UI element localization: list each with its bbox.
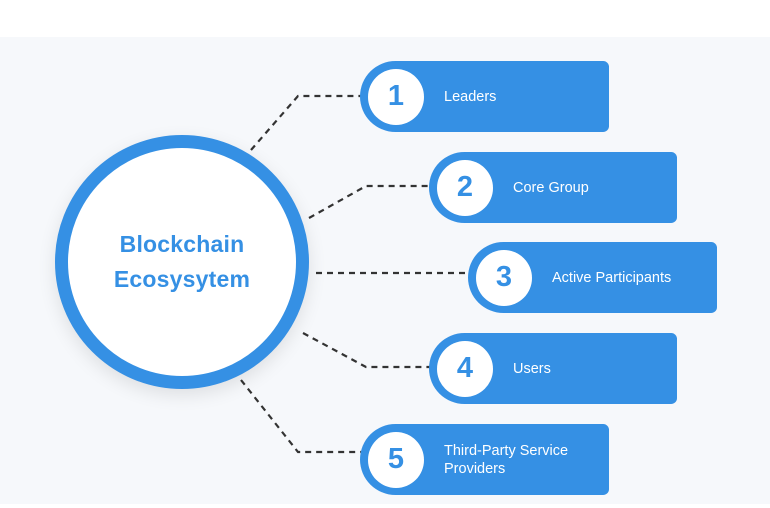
node-label: Active Participants [552, 269, 672, 286]
node-third-party-service-providers: 5 Third-Party Service Providers [360, 424, 609, 495]
node-leaders: 1 Leaders [360, 61, 609, 132]
node-number-badge: 1 [368, 68, 424, 125]
node-number-badge: 3 [476, 249, 532, 306]
connector-2 [308, 184, 435, 219]
node-label: Third-Party Service Providers [444, 442, 569, 477]
node-users: 4 Users [429, 333, 677, 404]
node-number-badge: 5 [368, 431, 424, 488]
node-label: Core Group [513, 179, 589, 196]
node-core-group: 2 Core Group [429, 152, 677, 223]
node-number-badge: 2 [437, 159, 493, 216]
connector-1 [250, 94, 366, 151]
connector-4 [302, 332, 435, 369]
node-label: Leaders [444, 88, 497, 105]
connector-5 [240, 379, 366, 454]
node-number-badge: 4 [437, 340, 493, 397]
hub-title: Blockchain Ecosysytem [113, 231, 251, 292]
hub-circle: Blockchain Ecosysytem [55, 135, 309, 389]
node-active-participants: 3 Active Participants [468, 242, 717, 313]
node-label: Users [513, 360, 551, 377]
